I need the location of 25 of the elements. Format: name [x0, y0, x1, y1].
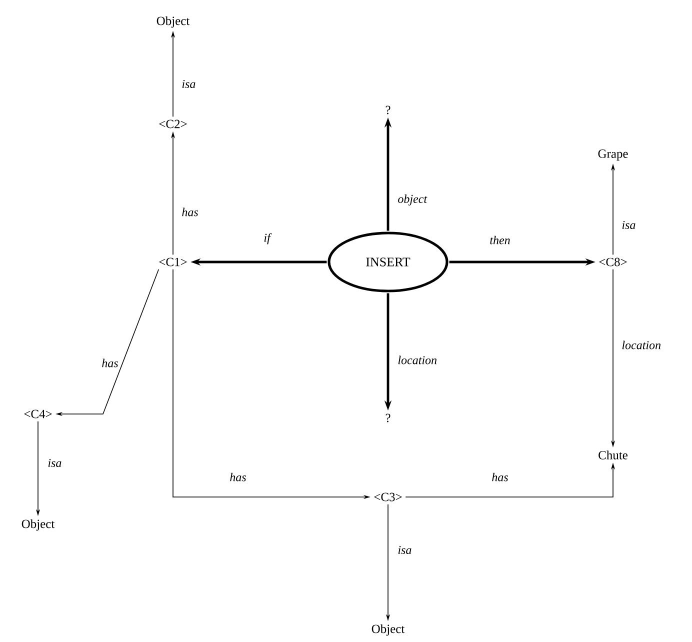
edge-label: object [396, 193, 429, 207]
edge-label: isa [396, 544, 414, 556]
edge-label: location [620, 339, 663, 351]
concept-label: <C4> [24, 410, 52, 418]
edge-label: has [180, 206, 200, 218]
edge-label: isa [46, 457, 64, 469]
concept-label: Object [372, 624, 405, 636]
edge-label: has [490, 471, 510, 483]
concept-label: Grape [598, 150, 628, 160]
concept-label: Object [22, 519, 55, 531]
edge-label: has [100, 357, 120, 369]
concept-label: <C1> [159, 258, 187, 266]
edge-label: then [488, 234, 512, 246]
edge-label: if [262, 232, 272, 246]
concept-label: <C8> [599, 258, 627, 266]
edge-label: has [228, 471, 248, 483]
concept-label: <C3> [374, 492, 402, 502]
concept-label: ? [386, 106, 390, 114]
edge-label: isa [180, 78, 198, 90]
concept-label: <C2> [159, 120, 187, 128]
concept-label: Object [156, 16, 190, 28]
edge-label: isa [620, 219, 638, 231]
concept-label: ? [386, 414, 390, 422]
concept-label: Chute [598, 450, 628, 460]
edge-label: location [396, 354, 439, 366]
